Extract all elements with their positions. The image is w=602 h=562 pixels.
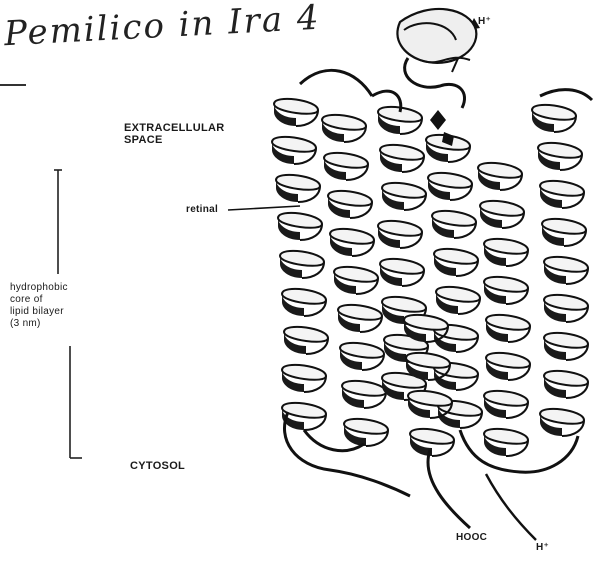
membrane-scale-bar	[54, 170, 82, 458]
helix-5	[478, 163, 530, 456]
extracellular-loops	[300, 9, 592, 112]
helix-2	[322, 115, 388, 446]
retinal-pointer-line	[228, 206, 300, 210]
helix-4	[426, 135, 482, 428]
helix-1	[272, 99, 328, 430]
helix-6	[532, 105, 588, 436]
